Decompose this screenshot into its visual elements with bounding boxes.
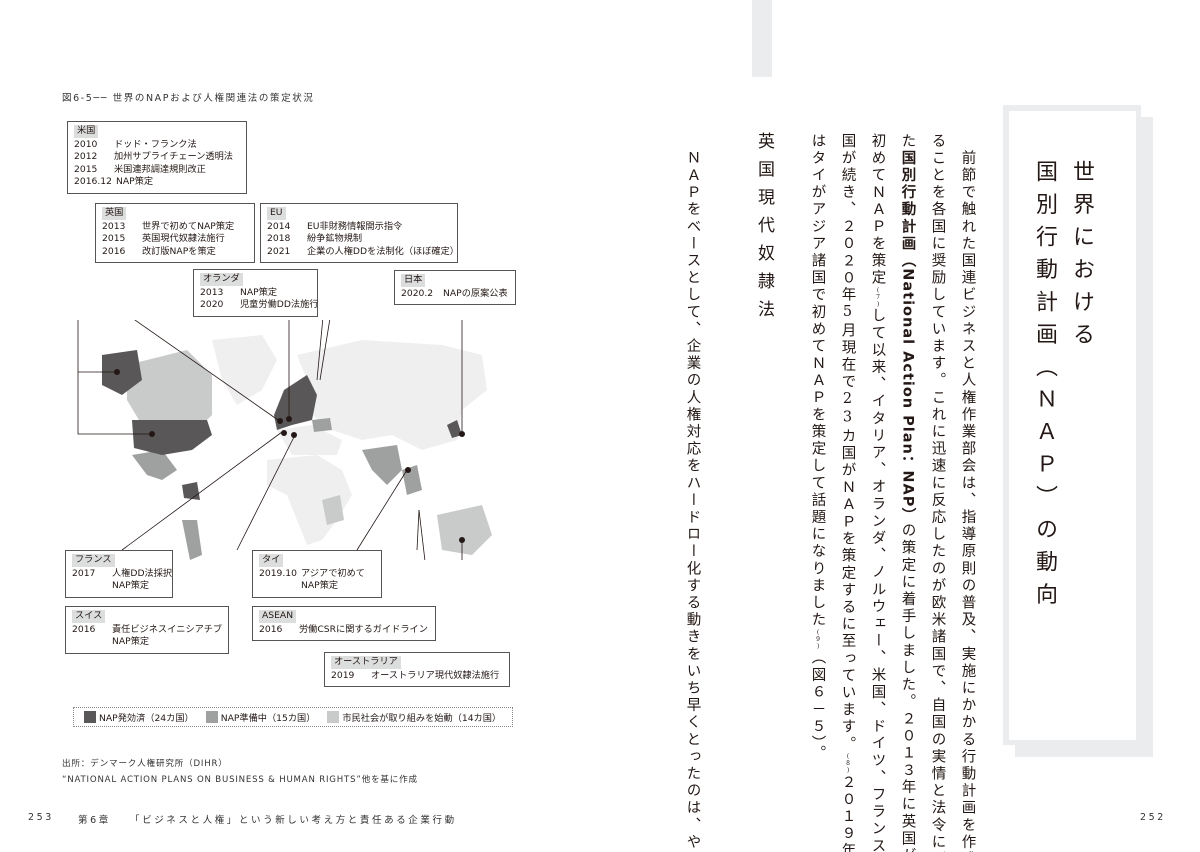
map-nap-preparing [132, 418, 422, 560]
body-text-column: ＮＡＰをベースとして、企業の人権対応をハードロー化する動きをいち早くとったのは、… [684, 133, 701, 852]
footnote-ref: (8) [844, 753, 852, 775]
legend-swatch-light [327, 711, 340, 723]
legend-item-civil-society: 市民社会が取り組みを始動（14カ国） [327, 710, 501, 724]
map-nap-enacted [102, 350, 462, 500]
callout-country-label: オーストラリア [331, 656, 401, 669]
callout-country-label: 米国 [74, 125, 99, 138]
section-title-line-2: 国別行動計画（ＮＡＰ）の動向 [1032, 160, 1057, 615]
title-box [1009, 111, 1136, 740]
map-civil-society [127, 350, 492, 555]
latin-term: （National Action Plan：NAP） [899, 252, 916, 523]
callout-country-label: フランス [72, 554, 115, 567]
body-text-column: 国が続き、２０２０年5月現在で23カ国がＮＡＰを策定するに至っています。(8)２… [839, 133, 856, 852]
source-line-2: “NATIONAL ACTION PLANS ON BUSINESS & HUM… [62, 775, 418, 785]
page-number-left: 253 [28, 812, 54, 823]
legend-swatch-dark [84, 711, 96, 723]
bold-term: 国別行動計画 [899, 150, 916, 253]
map-legend: NAP発効済（24カ国） NAP準備中（15カ国） 市民社会が取り組みを始動（1… [73, 707, 513, 727]
decorative-top-bar [752, 0, 772, 77]
section-title-line-1: 世界における [1069, 160, 1094, 355]
source-line-1: 出所：デンマーク人権研究所（DIHR） [62, 759, 228, 769]
body-text-column: はタイがアジア諸国で初めてＮＡＰを策定して話題になりました(9)（図６－５）。 [809, 133, 826, 763]
footnote-ref: (7) [874, 286, 882, 308]
callout-country-label: EU [267, 207, 286, 220]
callout-country-label: 英国 [102, 207, 127, 220]
body-text-column: 初めてＮＡＰを策定(7)して以来、イタリア、オランダ、ノルウェー、米国、ドイツ、… [869, 133, 886, 852]
legend-item-nap-preparing: NAP準備中（15カ国） [205, 710, 315, 724]
footnote-ref: (9) [814, 628, 822, 650]
callout-country-label: オランダ [200, 273, 243, 286]
chapter-title: 「ビジネスと人権」という新しい考え方と責任ある企業行動 [130, 815, 457, 826]
world-map-illustration [77, 320, 492, 560]
legend-swatch-medium [205, 711, 218, 723]
page-number-right: 252 [1140, 812, 1166, 823]
callout-country-label: スイス [72, 610, 106, 623]
callout-country-label: タイ [259, 554, 284, 567]
legend-item-nap-enacted: NAP発効済（24カ国） [84, 710, 194, 724]
body-text-column: た国別行動計画（National Action Plan：NAP）の策定に着手し… [899, 133, 916, 852]
callout-country-label: 日本 [401, 274, 426, 287]
callout-country-label: ASEAN [259, 610, 297, 623]
subheading: 英国現代奴隷法 [754, 132, 774, 328]
body-text-column: 前節で触れた国連ビジネスと人権作業部会は、指導原則の普及、実施にかかる行動計画を… [959, 133, 976, 852]
callout-leader-lines [77, 320, 463, 560]
chapter-label: 第6章 [78, 815, 111, 826]
figure-title: 図6-5── 世界のNAPおよび人権関連法の策定状況 [62, 93, 315, 104]
country-markers [114, 369, 465, 543]
body-text-column: ることを各国に奨励しています。これに迅速に反応したのが欧米諸国で、自国の実情と法… [929, 133, 946, 852]
